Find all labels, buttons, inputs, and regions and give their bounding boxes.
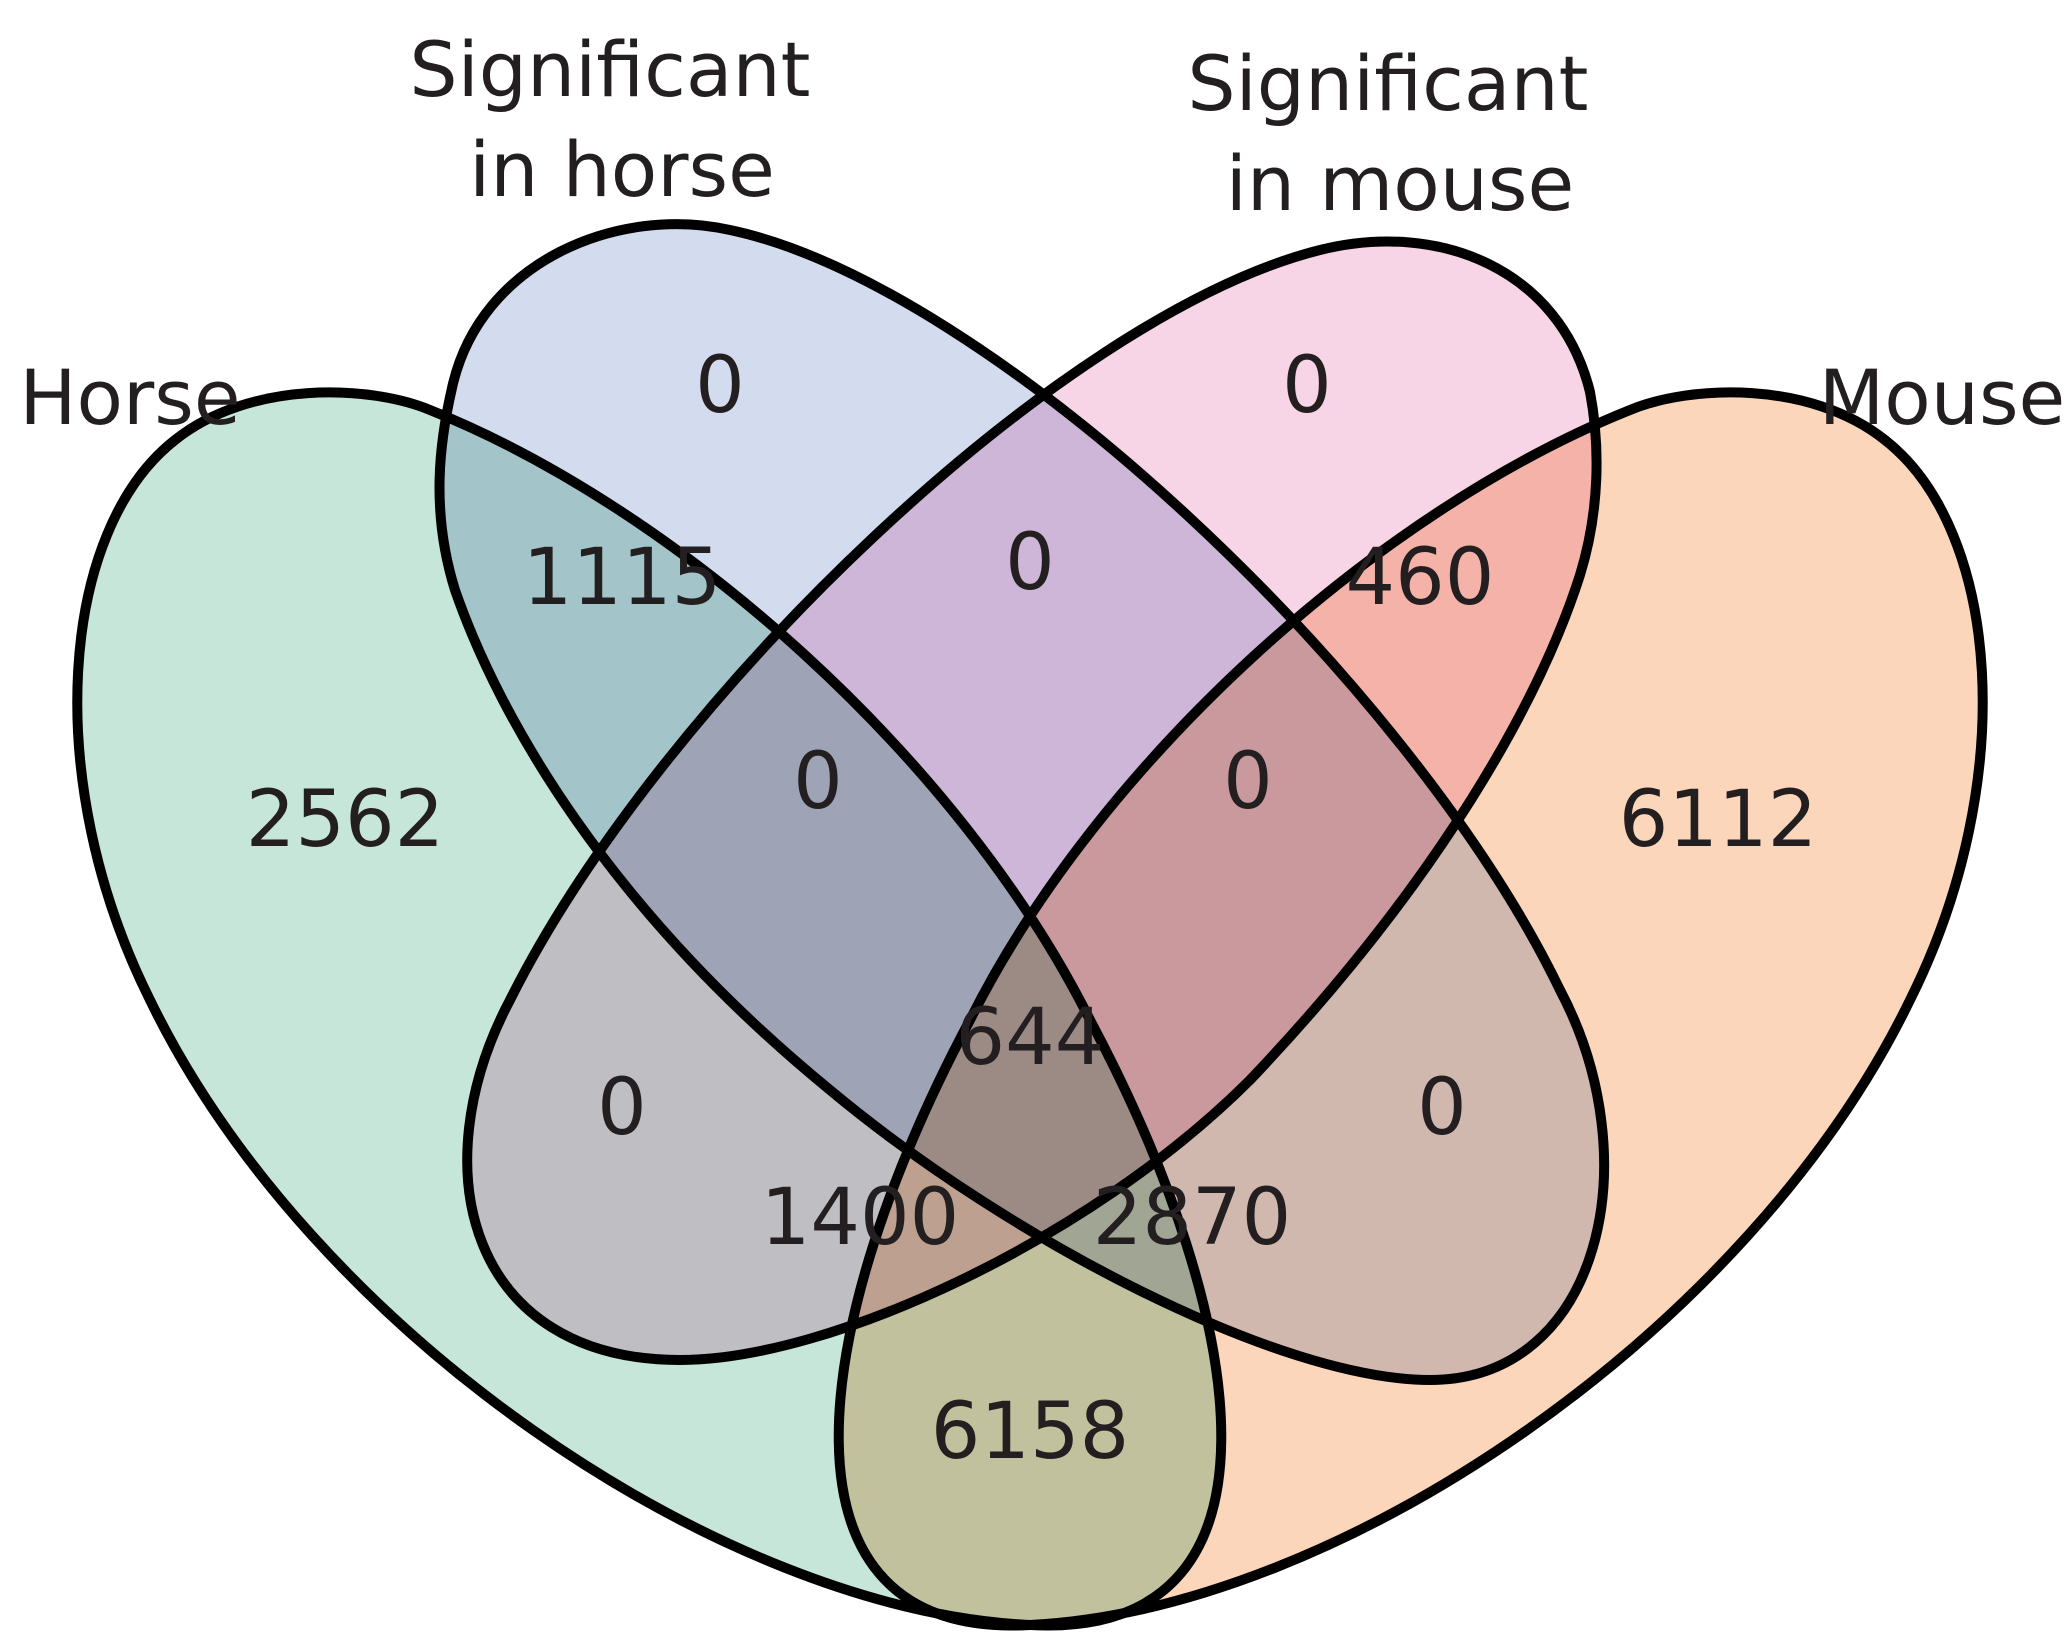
region-count-horse-sig-horse: 1115	[523, 533, 722, 623]
region-count-horse-sig-mouse-mouse: 1400	[761, 1173, 960, 1263]
set-label-sig-mouse: Significant in mouse	[1187, 39, 1612, 228]
region-count-horse-sig-horse-mouse: 2870	[1093, 1173, 1292, 1263]
set-mouse-shape	[833, 387, 1988, 1631]
region-count-horse-sig-mouse: 0	[597, 1063, 647, 1153]
region-count-sig-horse-only: 0	[695, 341, 745, 431]
region-count-sig-horse-sig-mouse-mouse: 0	[1223, 737, 1273, 827]
set-label-sig-horse: Significant in horse	[409, 25, 834, 214]
set-label-mouse: Mouse	[1819, 353, 2064, 442]
region-count-sig-mouse-only: 0	[1282, 341, 1332, 431]
region-count-sig-horse-mouse: 0	[1417, 1063, 1467, 1153]
region-count-horse-mouse: 6158	[931, 1387, 1130, 1477]
region-count-sig-horse-sig-mouse: 0	[1005, 518, 1055, 608]
region-count-sig-mouse-mouse: 460	[1346, 533, 1495, 623]
region-count-mouse-only: 6112	[1619, 775, 1818, 865]
region-count-horse-only: 2562	[246, 775, 445, 865]
set-label-horse: Horse	[19, 353, 240, 442]
region-count-all-four: 644	[956, 993, 1105, 1083]
region-count-horse-sig-horse-sig-mouse: 0	[793, 737, 843, 827]
